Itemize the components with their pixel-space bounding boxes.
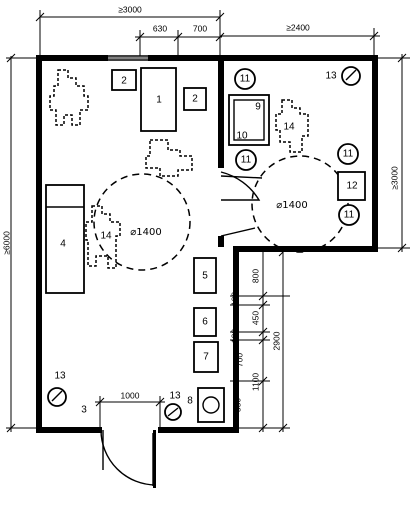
label-3: 3 [81,405,87,416]
label-12: 12 [346,181,358,192]
sofa-bed [45,184,85,294]
dim-side-800: 800 [250,269,260,283]
armchair-top-left [49,69,89,126]
label-11d: 11 [344,210,355,221]
walls [36,55,378,433]
turning-circles: ⌀1400 ⌀1400 [93,155,349,271]
fixture-7 [193,341,219,373]
circle-11-right [337,143,359,165]
fixture-5 [193,257,217,294]
symbol-13-left [47,387,67,407]
label-2b: 2 [192,94,198,105]
dim-door-width: 1000 [121,390,140,400]
fixture-6 [193,307,217,337]
label-13c: 13 [325,71,337,82]
label-9: 9 [255,102,261,113]
box-2-left [111,69,137,91]
basin-8 [197,387,225,423]
label-11a: 11 [240,74,251,85]
label-14b: 14 [283,122,295,133]
wardrobe [140,67,177,132]
dim-corridor-height: 2900 [271,331,281,350]
dim-right-height: ≥3000 [389,166,399,190]
turn-circle-right-label: ⌀1400 [276,200,307,211]
doors [100,171,263,488]
label-1: 1 [156,95,162,106]
circle-11-top [234,68,256,90]
dim-side-450: 450 [250,311,260,325]
circle-11-bottom [338,204,360,226]
label-2a: 2 [121,76,127,87]
label-13a: 13 [54,371,66,382]
corridor-fixtures: 5 6 7 8 [187,257,225,423]
label-14a: 14 [100,231,112,242]
wheelchair-right [275,99,309,153]
dim-top-right: ≥2400 [286,22,310,32]
dim-side-1100: 1100 [250,373,260,392]
dim-side-700: 700 [234,353,244,367]
dim-top-630: 630 [153,23,167,33]
symbol-13-top-right [341,66,361,86]
toilet-12 [337,171,366,201]
label-11b: 11 [241,155,252,166]
circle-11-left [235,149,257,171]
dimension-lines: ≥3000 630 700 ≥2400 ≥6000 ≥3000 [1,4,410,433]
label-8: 8 [187,396,193,407]
dim-left-height: ≥6000 [1,231,11,255]
bathroom-fixtures: 11 11 11 11 9 10 14 12 13 [228,66,366,226]
chair-center [145,139,193,177]
box-2-right [183,87,207,111]
label-5: 5 [202,271,208,282]
label-13b: 13 [169,391,181,402]
dim-top-overall: ≥3000 [118,4,142,14]
living-room-furniture: 1 2 2 4 14 13 3 13 [45,67,207,421]
label-11c: 11 [343,149,354,160]
bath [228,94,270,146]
wheelchair-left [85,205,121,269]
dim-top-700: 700 [193,23,207,33]
label-6: 6 [202,317,208,328]
label-7: 7 [203,352,209,363]
label-4: 4 [60,239,66,250]
label-10: 10 [236,131,248,142]
turn-circle-left-label: ⌀1400 [130,227,161,238]
